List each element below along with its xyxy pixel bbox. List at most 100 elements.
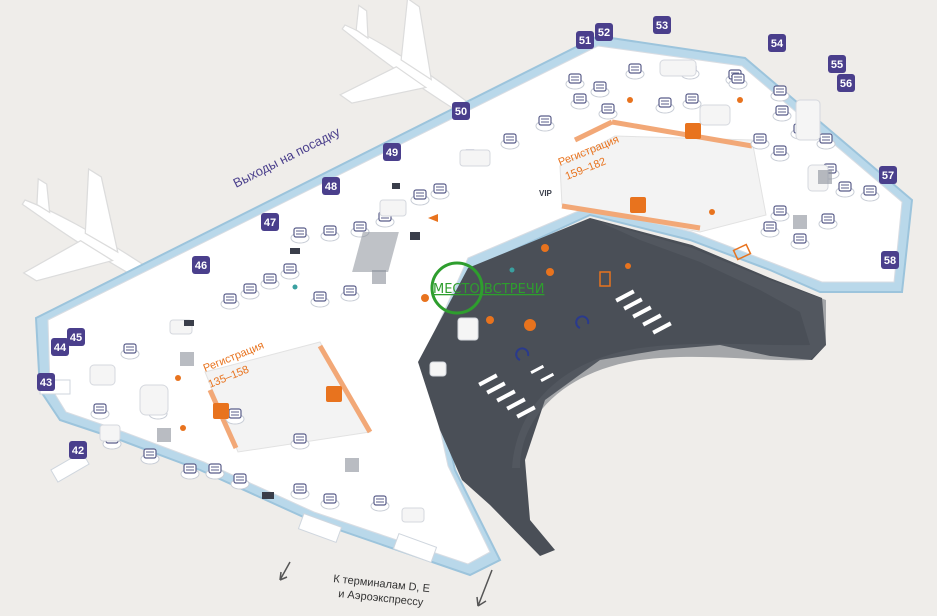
- meeting-point[interactable]: МЕСТО ВСТРЕЧИ: [430, 261, 544, 315]
- seating-icon: [220, 293, 240, 310]
- seating-icon: [790, 233, 810, 250]
- seating-icon: [120, 343, 140, 360]
- seating-icon: [750, 133, 770, 150]
- gate-badge-52[interactable]: 52: [595, 23, 613, 41]
- gate-badge-43[interactable]: 43: [37, 373, 55, 391]
- gate-number: 52: [598, 27, 610, 39]
- seating-icon: [340, 285, 360, 302]
- arrow-down-icon: [279, 561, 493, 607]
- gate-number: 56: [840, 78, 852, 90]
- gate-badge-icon: [67, 328, 85, 346]
- gate-number: 50: [455, 106, 467, 118]
- seating-icon: [430, 183, 450, 200]
- checkin-zone-right: [559, 135, 767, 233]
- seating-icon: [818, 213, 838, 230]
- drop-off-lane-icons: [515, 315, 590, 361]
- seating-icon: [290, 483, 310, 500]
- checkin-bars: [207, 119, 753, 450]
- gate-badge-57[interactable]: 57: [879, 166, 897, 184]
- seating-icon: [565, 73, 585, 90]
- vip-label: VIP: [539, 189, 553, 198]
- seating-icon: [770, 85, 790, 102]
- gate-number: 42: [72, 445, 84, 457]
- gate-number: 58: [884, 255, 896, 267]
- people-icon: [292, 267, 515, 290]
- gate-badge-47[interactable]: 47: [261, 213, 279, 231]
- gate-number: 47: [264, 217, 276, 229]
- info-icon: [421, 244, 554, 331]
- gate-badge-50[interactable]: 50: [452, 102, 470, 120]
- seating-icon: [205, 463, 225, 480]
- seating-icon: [180, 463, 200, 480]
- gate-badge-icon: [261, 213, 279, 231]
- kiosk-icons: [184, 183, 420, 499]
- gate-badge-45[interactable]: 45: [67, 328, 85, 346]
- seating-icon: [625, 63, 645, 80]
- gate-badge-46[interactable]: 46: [192, 256, 210, 274]
- gate-badge-icon: [452, 102, 470, 120]
- baggage-icon: [213, 123, 701, 419]
- gate-badge-58[interactable]: 58: [881, 251, 899, 269]
- seating-icon: [835, 181, 855, 198]
- gate-number: 53: [656, 20, 668, 32]
- shop-blocks: [89, 59, 829, 523]
- gate-badge-icon: [837, 74, 855, 92]
- gate-badge-icon: [595, 23, 613, 41]
- apron: [418, 218, 826, 556]
- seating-icon: [320, 493, 340, 510]
- seating-icon: [290, 433, 310, 450]
- crosswalks: [478, 289, 672, 419]
- gate-number: 54: [771, 38, 784, 50]
- gate-badge-42[interactable]: 42: [69, 441, 87, 459]
- seating-icon: [320, 225, 340, 242]
- gate-badge-icon: [828, 55, 846, 73]
- gate-badge-44[interactable]: 44: [51, 338, 69, 356]
- seating-icon: [590, 81, 610, 98]
- gate-badge-55[interactable]: 55: [828, 55, 846, 73]
- seating-icon: [230, 473, 250, 490]
- seating-icon: [535, 115, 555, 132]
- seating-icon: [410, 189, 430, 206]
- seating-icon: [140, 448, 160, 465]
- seating-icon: [310, 291, 330, 308]
- gate-badge-icon: [881, 251, 899, 269]
- gate-number: 49: [386, 147, 398, 159]
- gate-badge-icon: [192, 256, 210, 274]
- gate-badge-48[interactable]: 48: [322, 177, 340, 195]
- seating-icon: [598, 103, 618, 120]
- gate-badge-icon: [768, 34, 786, 52]
- seating-icon: [280, 263, 300, 280]
- meeting-point-label[interactable]: МЕСТО ВСТРЕЧИ: [433, 282, 544, 297]
- gate-badge-51[interactable]: 51: [576, 31, 594, 49]
- gate-number: 44: [54, 342, 67, 354]
- gate-badge-icon: [69, 441, 87, 459]
- gate-number: 57: [882, 170, 894, 182]
- seating-icon: [290, 227, 310, 244]
- toilet-icon: [175, 97, 743, 431]
- gate-badge-icon: [51, 338, 69, 356]
- gate-number: 51: [579, 35, 591, 47]
- gate-number: 45: [70, 332, 82, 344]
- gate-number: 46: [195, 260, 207, 272]
- seating-icon: [728, 73, 748, 90]
- seating-icon: [370, 495, 390, 512]
- seating-icon: [760, 221, 780, 238]
- seating-icon: [90, 403, 110, 420]
- cafe-icon: [428, 214, 438, 222]
- gate-number: 55: [831, 59, 843, 71]
- gate-badge-icon: [879, 166, 897, 184]
- meeting-point-ring: [430, 261, 484, 315]
- seating-icon: [655, 97, 675, 114]
- gate-badge-53[interactable]: 53: [653, 16, 671, 34]
- gate-badge-54[interactable]: 54: [768, 34, 786, 52]
- seating-icon: [682, 93, 702, 110]
- gate-badge-56[interactable]: 56: [837, 74, 855, 92]
- seating-icon: [772, 105, 792, 122]
- gate-badge-49[interactable]: 49: [383, 143, 401, 161]
- seating-icon: [240, 283, 260, 300]
- seating-icon: [570, 93, 590, 110]
- gate-badge-icon: [322, 177, 340, 195]
- gate-number: 48: [325, 181, 337, 193]
